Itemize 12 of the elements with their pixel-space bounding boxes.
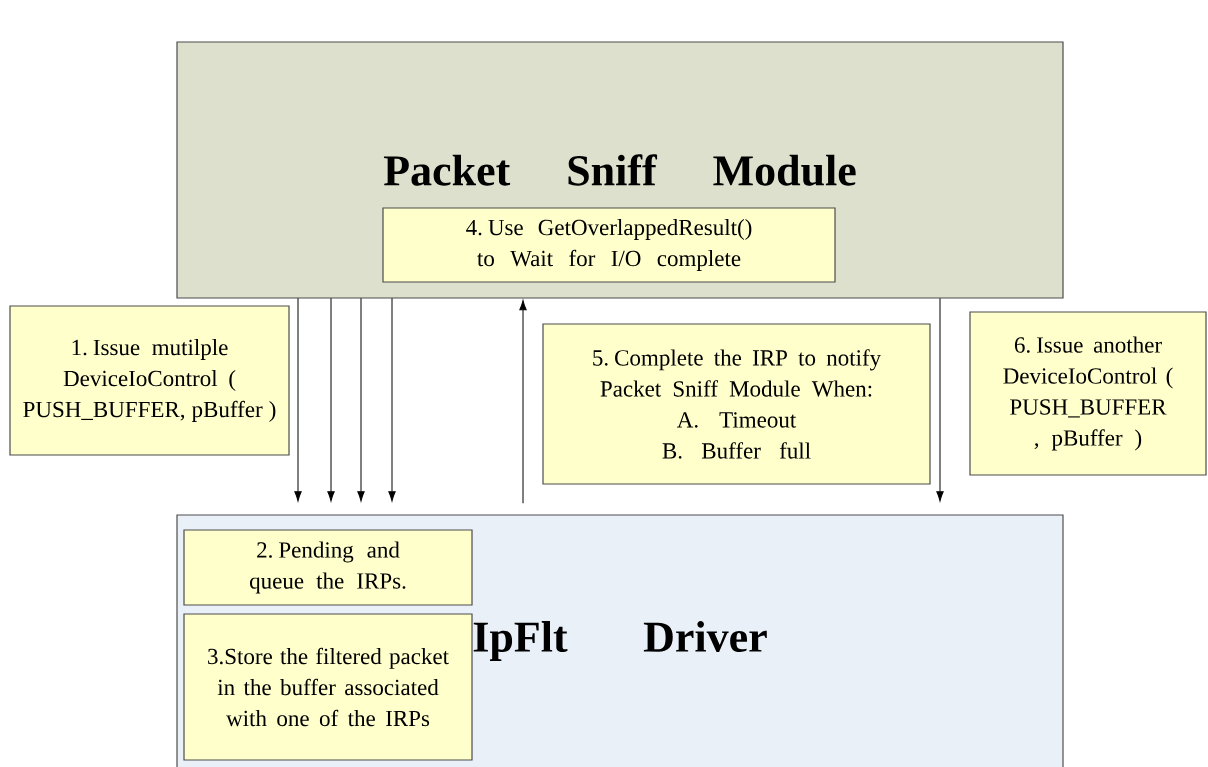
step-box: 3.Store the filtered packet in the buffer associated with one of the IRPs xyxy=(183,613,473,761)
step-box: 1. Issue mutilple DeviceIoControl ( PUSH_BUFFER, pBuffer ) xyxy=(9,305,290,456)
arrow xyxy=(327,297,335,502)
arrow xyxy=(357,297,365,502)
arrow xyxy=(388,297,396,502)
arrow xyxy=(294,297,302,502)
arrow xyxy=(936,297,944,502)
step-box: 5. Complete the IRP to notify Packet Sniff Module When: A. Timeout B. Buffer full xyxy=(542,323,931,485)
step-box: 4. Use GetOverlappedResult() to Wait for I/O complete xyxy=(382,207,836,283)
arrow xyxy=(519,300,527,504)
step-box: 2. Pending and queue the IRPs. xyxy=(183,529,473,606)
step-box: 6. Issue another DeviceIoControl ( PUSH_BUFFER , pBuffer ) xyxy=(969,311,1207,476)
